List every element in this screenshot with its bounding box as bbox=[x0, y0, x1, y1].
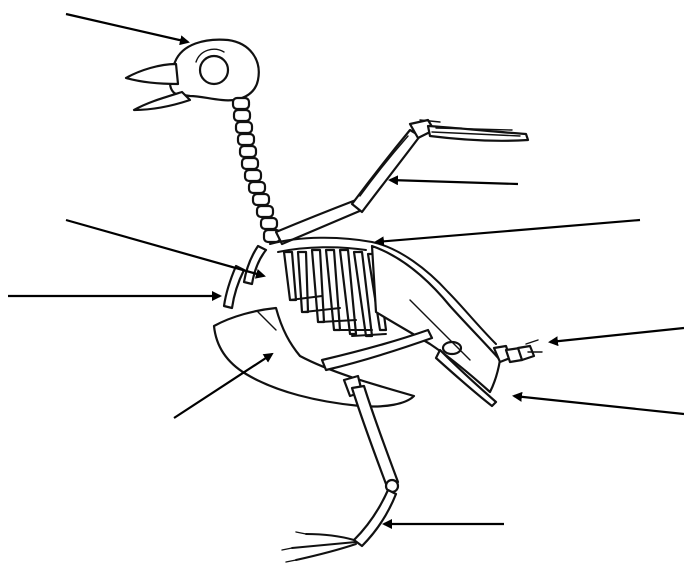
tail bbox=[494, 340, 542, 362]
arrow-breastbone bbox=[174, 354, 272, 418]
arrow-tail bbox=[550, 328, 684, 342]
neck-vertebrae bbox=[233, 98, 280, 242]
arrow-skull bbox=[66, 14, 188, 42]
arrow-shoulder-bone bbox=[66, 220, 264, 276]
arrow-pelvis-end bbox=[514, 396, 684, 414]
arrow-backbone bbox=[376, 220, 640, 242]
arrow-wing-bone bbox=[390, 180, 518, 184]
wing bbox=[276, 120, 528, 244]
